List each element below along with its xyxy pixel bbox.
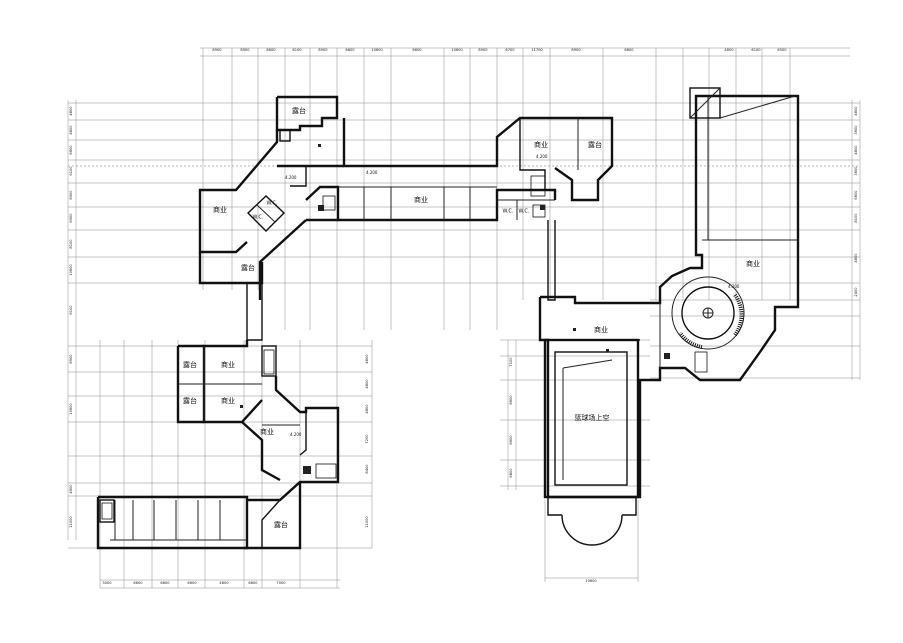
room-label: 露台: [183, 396, 197, 405]
stair-blocks: [101, 144, 708, 520]
dim-label-bottom: 4800: [219, 581, 229, 585]
dim-label-top: 8900: [240, 48, 250, 52]
dim-label-right: 6600: [854, 190, 858, 200]
dim-label-court: 7100: [509, 357, 513, 367]
elevation-label: 4.200: [285, 175, 297, 180]
dim-label-left: 4800: [69, 106, 73, 116]
dim-label-left: 8100: [69, 239, 73, 249]
dim-label-left: 6600: [69, 145, 73, 155]
dim-label-top: 8900: [478, 48, 488, 52]
dim-label-sw: 8400: [365, 464, 369, 474]
room-label: 商业: [221, 360, 235, 369]
building-walls: [96, 87, 800, 550]
dim-label-bottom: 6600: [133, 581, 143, 585]
room-label: 商业: [594, 325, 608, 334]
dim-label-top: 4800: [724, 48, 734, 52]
dim-label-left: 8900: [69, 354, 73, 364]
dim-label-sw: 4800: [365, 379, 369, 389]
dim-label-court: 6600: [509, 435, 513, 445]
dim-label-court: 6800: [509, 468, 513, 478]
dim-label-top: 8900: [212, 48, 222, 52]
dim-label-top: 6100: [751, 48, 761, 52]
dim-label-left: 6100: [69, 166, 73, 176]
dim-label-left: 10600: [69, 264, 73, 276]
dim-label-bottom: 6600: [248, 581, 258, 585]
elevation-label: 4.200: [290, 432, 302, 437]
room-label: W.C.: [518, 209, 529, 215]
room-label: 露台: [292, 106, 306, 115]
room-label: 商业: [221, 396, 235, 405]
dim-label-left: 6900: [69, 213, 73, 223]
room-label: W.C.: [502, 209, 513, 215]
spiral-stair: [678, 293, 744, 349]
elevation-label: 4.200: [536, 154, 548, 159]
dim-label-top: 6600: [345, 48, 355, 52]
dim-label-left: 4500: [69, 484, 73, 494]
dim-label-top: 6700: [505, 48, 515, 52]
dim-label-court: 8600: [509, 395, 513, 405]
dim-label-top: 10600: [451, 48, 463, 52]
dim-label-right: 3600: [854, 166, 858, 176]
dim-label-right: 2400: [854, 287, 858, 297]
dim-label-left: 6100: [69, 305, 73, 315]
room-label: 商业: [213, 205, 227, 214]
dim-label-top: 6100: [292, 48, 302, 52]
dim-label-sw: 11000: [365, 516, 369, 528]
dim-label-sw: 4800: [365, 354, 369, 364]
dim-label-top: 6600: [412, 48, 422, 52]
elevation-label: 4.200: [366, 170, 378, 175]
dim-label-left: 4800: [69, 125, 73, 135]
room-label: 露台: [183, 360, 197, 369]
dim-label-left: 8900: [69, 190, 73, 200]
room-label: 商业: [746, 259, 760, 268]
dim-label-right: 4800: [854, 253, 858, 263]
dimension-labels: 8900 8900 6600 6100 8900 6600 10600 6600 10600 89…: [69, 48, 858, 585]
dim-label-bottom: 3000: [102, 581, 112, 585]
dim-label-left: 10600: [69, 403, 73, 415]
dim-label-top: 10600: [371, 48, 383, 52]
room-label: 商业: [260, 427, 274, 436]
dim-label-top: 6600: [266, 48, 276, 52]
room-label: 商业: [534, 140, 548, 149]
dim-label-top: 11700: [531, 48, 543, 52]
dim-label-bottom: 7000: [276, 581, 286, 585]
room-label: 露台: [588, 140, 602, 149]
room-label: W.C.: [266, 201, 277, 207]
room-label: 篮球场上空: [575, 413, 610, 422]
dim-label-top: 6500: [777, 48, 787, 52]
dim-label-right: 8100: [854, 213, 858, 223]
elevation-label: 4.200: [728, 284, 740, 289]
dim-label-top: 6600: [624, 48, 634, 52]
room-label: 商业: [414, 195, 428, 204]
dim-label-right: 3600: [854, 125, 858, 135]
dim-label-right: 4800: [854, 106, 858, 116]
room-label: 露台: [241, 263, 255, 272]
room-label: W.C.: [252, 215, 263, 221]
dim-label-sw: 4800: [365, 404, 369, 414]
room-label: 露台: [274, 520, 288, 529]
dim-label-bottom: 6600: [160, 581, 170, 585]
dim-label-court-bottom: 10600: [585, 579, 597, 583]
room-labels: 露台 商业 露台 商业 商业 W.C. W.C. W.C. W.C. 露台 商业…: [183, 106, 760, 529]
dim-label-left: 11000: [69, 516, 73, 528]
elevation-marks: 4.200 4.200 4.200 4.200 4.200: [285, 154, 740, 437]
dim-label-top: 8900: [571, 48, 581, 52]
dim-label-top: 8900: [318, 48, 328, 52]
dim-label-bottom: 6600: [187, 581, 197, 585]
dim-label-right: 4800: [854, 145, 858, 155]
dim-label-sw: 7200: [365, 434, 369, 444]
